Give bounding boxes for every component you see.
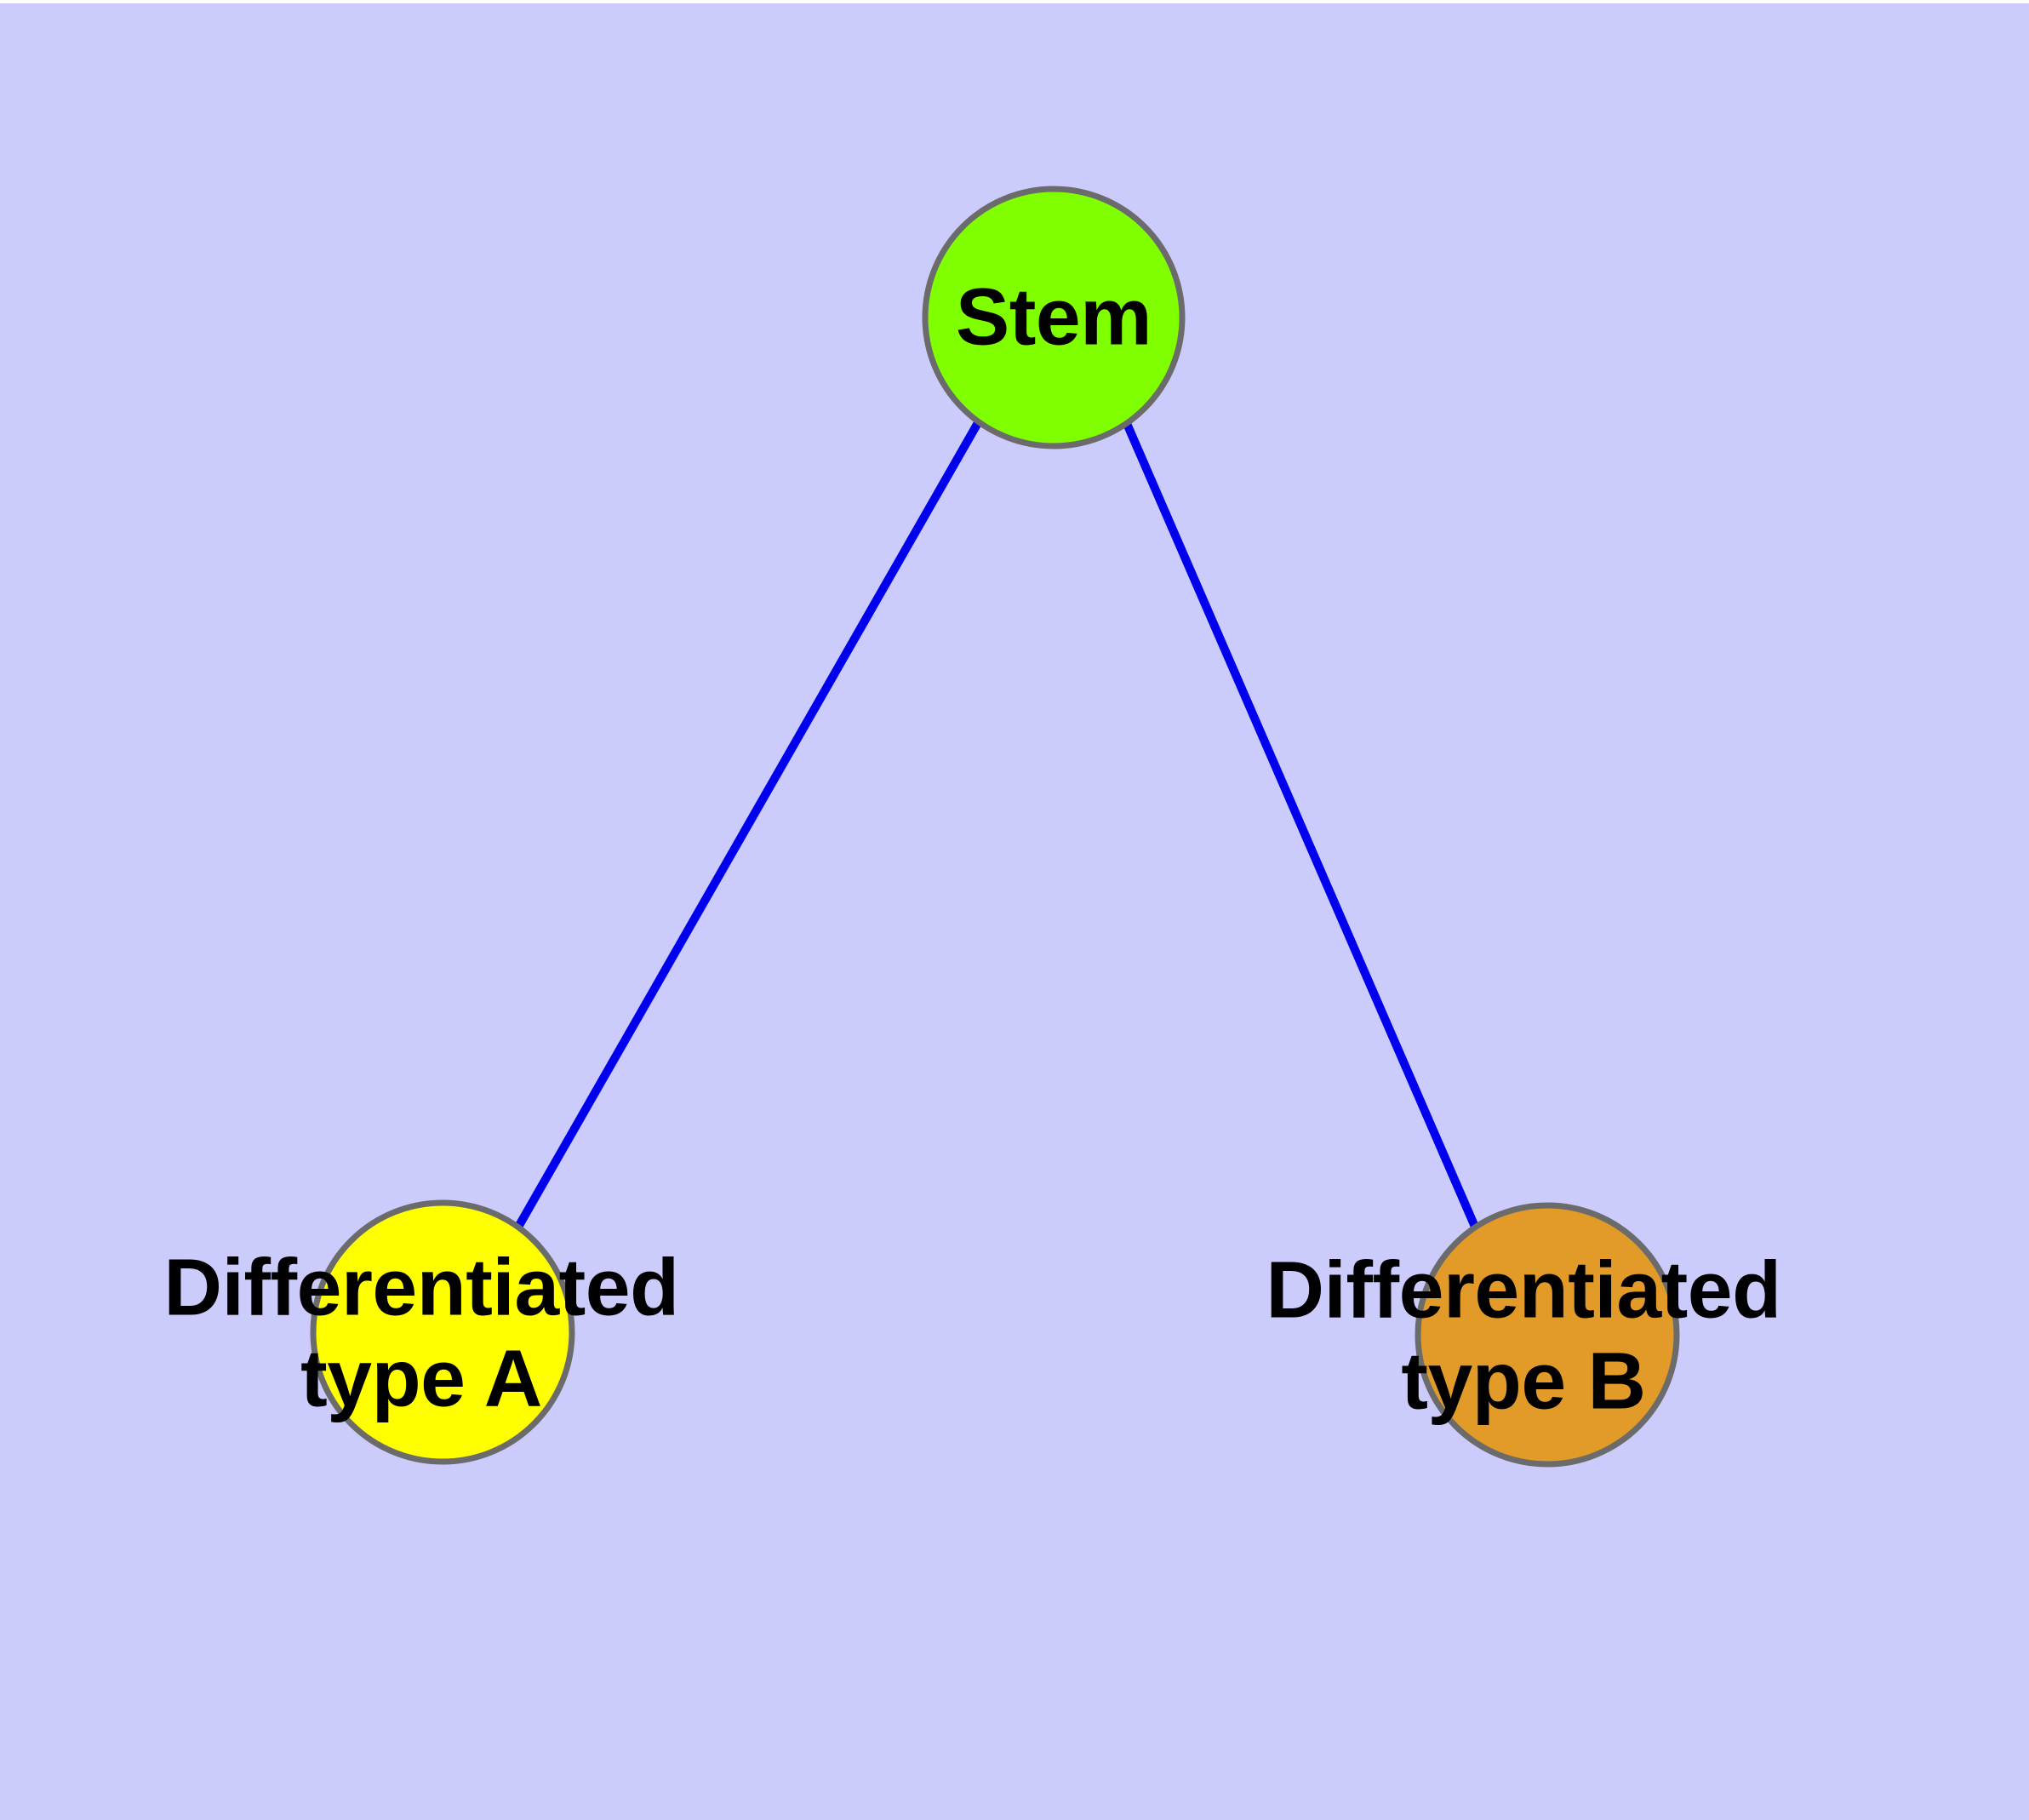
graph-node-stem[interactable] bbox=[922, 186, 1186, 449]
graph-edge-stem-to-diff-b[interactable] bbox=[1121, 418, 1479, 1228]
edges-group bbox=[513, 418, 1479, 1231]
nodes-group bbox=[310, 186, 1680, 1468]
graph-edge-stem-to-diff-a[interactable] bbox=[513, 419, 983, 1231]
graph-node-diff-b[interactable] bbox=[1415, 1202, 1680, 1468]
graph-node-diff-a[interactable] bbox=[310, 1199, 575, 1465]
